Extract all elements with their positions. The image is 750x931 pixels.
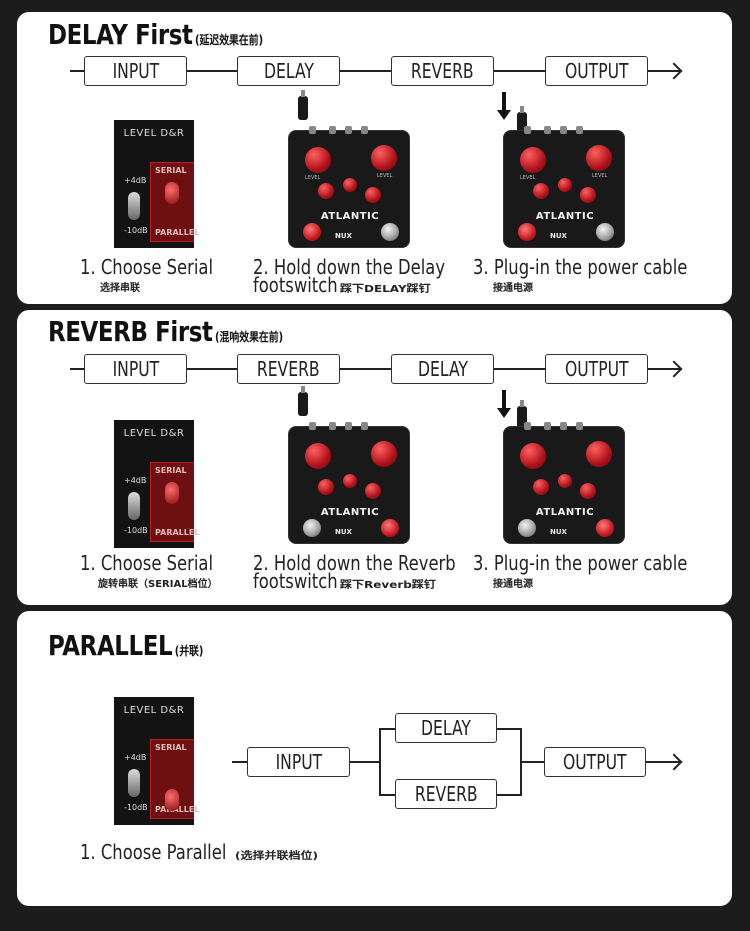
power-plug bbox=[298, 90, 308, 120]
section-title: REVERB First(混响效果在前) bbox=[48, 315, 284, 348]
reverb-footswitch bbox=[381, 519, 399, 537]
switch-red-toggle bbox=[165, 789, 179, 811]
step-1: 1. Choose Serial 旋转串联（SERIAL档位） bbox=[80, 551, 218, 590]
step-1: 1. Choose Serial 选择串联 bbox=[80, 255, 214, 294]
reverb-first-panel: REVERB First(混响效果在前) INPUT REVERB DELAY … bbox=[17, 310, 732, 605]
switch-red-toggle bbox=[165, 482, 179, 504]
step-3: 3. Plug-in the power cable 接通电源 bbox=[473, 255, 688, 294]
switch-lever bbox=[128, 492, 140, 520]
atlantic-pedal: LEVEL LEVEL ATLANTIC NUX bbox=[288, 126, 410, 248]
level-dr-switch: LEVEL D&R +4dB -10dB SERIAL PARALLEL bbox=[114, 420, 199, 548]
signal-line bbox=[70, 70, 680, 72]
delay-footswitch bbox=[518, 223, 536, 241]
chain-block-reverb: REVERB bbox=[237, 354, 340, 384]
level-dr-switch: LEVEL D&R +4dB -10dB SERIAL PARALLEL bbox=[114, 697, 199, 825]
step-3: 3. Plug-in the power cable 接通电源 bbox=[473, 551, 688, 590]
signal-arrow bbox=[665, 753, 683, 771]
reverb-footswitch bbox=[596, 519, 614, 537]
switch-lever bbox=[128, 769, 140, 797]
reverb-footswitch bbox=[596, 223, 614, 241]
atlantic-pedal: LEVEL LEVEL ATLANTIC NUX bbox=[503, 126, 625, 248]
chain-block-output: OUTPUT bbox=[544, 747, 646, 777]
delay-footswitch bbox=[303, 519, 321, 537]
chain-block-input: INPUT bbox=[247, 747, 350, 777]
power-plug bbox=[517, 400, 527, 430]
delay-footswitch bbox=[303, 223, 321, 241]
chain-block-reverb: REVERB bbox=[391, 56, 494, 86]
chain-block-delay: DELAY bbox=[391, 354, 494, 384]
section-title: DELAY First(延迟效果在前) bbox=[48, 18, 264, 51]
signal-arrow bbox=[665, 62, 683, 80]
switch-red-toggle bbox=[165, 182, 179, 204]
delay-first-panel: DELAY First(延迟效果在前) INPUT DELAY REVERB O… bbox=[17, 12, 732, 304]
switch-lever bbox=[128, 192, 140, 220]
delay-footswitch bbox=[518, 519, 536, 537]
chain-block-delay: DELAY bbox=[237, 56, 340, 86]
signal-arrow bbox=[665, 360, 683, 378]
chain-block-output: OUTPUT bbox=[545, 56, 648, 86]
atlantic-pedal: ATLANTIC NUX bbox=[503, 422, 625, 544]
split-line bbox=[379, 728, 381, 796]
level-dr-switch: LEVEL D&R +4dB -10dB SERIAL PARALLEL bbox=[114, 120, 199, 248]
atlantic-pedal: ATLANTIC NUX bbox=[288, 422, 410, 544]
reverb-footswitch bbox=[381, 223, 399, 241]
section-title: PARALLEL(并联) bbox=[48, 629, 204, 662]
chain-block-input: INPUT bbox=[84, 56, 187, 86]
chain-block-reverb: REVERB bbox=[395, 779, 497, 809]
signal-line bbox=[70, 368, 680, 370]
chain-block-output: OUTPUT bbox=[545, 354, 648, 384]
power-plug bbox=[298, 386, 308, 416]
parallel-panel: PARALLEL(并联) LEVEL D&R +4dB -10dB SERIAL… bbox=[17, 611, 732, 906]
chain-block-input: INPUT bbox=[84, 354, 187, 384]
chain-block-delay: DELAY bbox=[395, 713, 497, 743]
power-plug bbox=[517, 106, 527, 136]
step-1: 1. Choose Parallel(选择并联档位) bbox=[80, 840, 318, 864]
